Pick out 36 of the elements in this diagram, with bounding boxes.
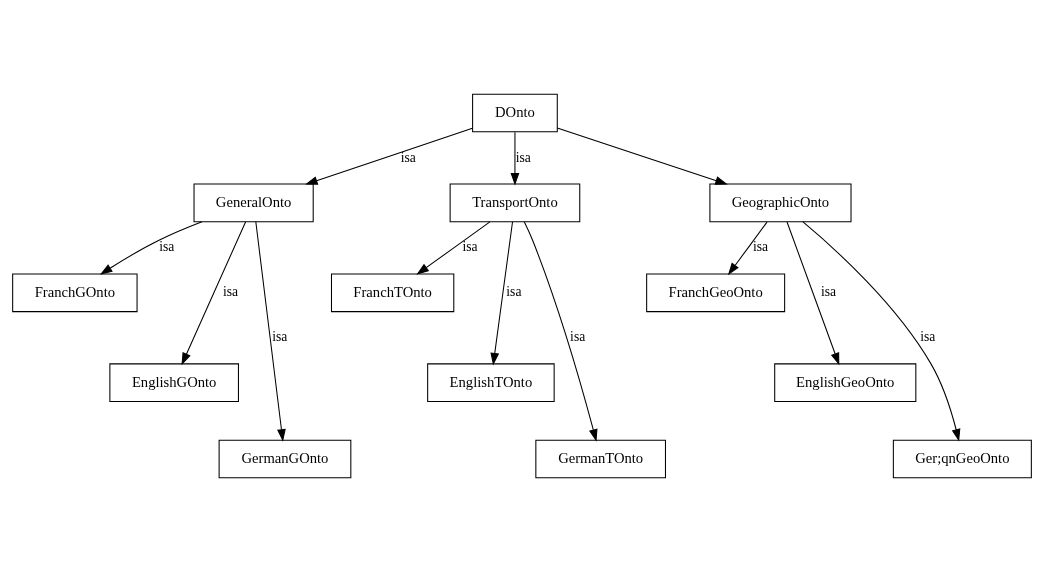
arrow xyxy=(99,220,203,275)
arrow xyxy=(416,220,491,275)
node-box: GeographicOnto xyxy=(709,183,852,222)
arrow xyxy=(727,221,768,275)
node-box: EnglishGOnto xyxy=(109,362,239,402)
arrow xyxy=(181,220,247,365)
edge-label: isa xyxy=(506,283,522,299)
edge-label: isa xyxy=(821,283,837,299)
arrow xyxy=(490,220,514,365)
arrow xyxy=(255,220,286,442)
edge-label: isa xyxy=(400,149,416,164)
arrow xyxy=(305,127,473,185)
node-box: GermanGOnto xyxy=(218,439,352,478)
edge-label: isa xyxy=(462,238,478,254)
edge-label: isa xyxy=(223,283,239,299)
arrow xyxy=(510,131,520,186)
arrow xyxy=(786,220,840,365)
node-box: FranchGOnto xyxy=(12,272,138,312)
node-box: FranchGeoOnto xyxy=(646,272,786,312)
node-box: FranchTOnto xyxy=(330,272,455,312)
arrow xyxy=(556,127,728,185)
node-box: GeneralOnto xyxy=(193,183,314,222)
node-box: EnglishGeoOnto xyxy=(774,362,917,402)
edge-label: isa xyxy=(570,328,586,344)
edge-label: isa xyxy=(272,328,288,344)
arrow xyxy=(802,220,961,442)
node-box: TransportOnto xyxy=(449,183,581,222)
edge-label: isa xyxy=(515,149,531,164)
node-box: GermanTOnto xyxy=(535,439,666,478)
edge-label: isa xyxy=(159,238,175,254)
node-box: EnglishTOnto xyxy=(427,362,555,402)
node-box: Ger;qnGeoOnto xyxy=(892,439,1032,478)
edge-label: isa xyxy=(920,328,936,344)
edge-label: isa xyxy=(753,238,769,254)
node-box: DOnto xyxy=(472,93,558,132)
arrow xyxy=(523,220,598,442)
